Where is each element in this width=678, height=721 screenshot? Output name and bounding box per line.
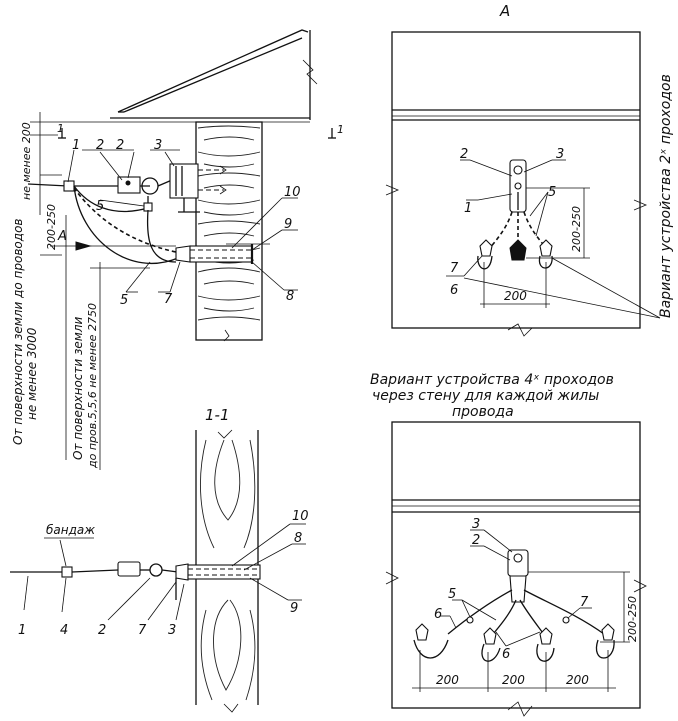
ground-2750-line2: до пров.5,5,6 не менее 2750 [86, 303, 99, 469]
insulator-2 [481, 627, 501, 662]
insulator-3 [536, 627, 555, 662]
view-four-passages: 200-250 200 200 200 3 2 5 6 6 7 [385, 421, 647, 717]
section-mark-left: 1 [57, 122, 64, 135]
dim-200-250-view-a: 200-250 [570, 206, 583, 252]
callout-6-four-b: 6 [502, 647, 510, 662]
callout-10-elev: 10 [284, 185, 301, 200]
callout-9-elev: 9 [284, 217, 292, 232]
insulator-4 [595, 623, 615, 659]
ground-2750-line1: От поверхности земли [71, 317, 85, 460]
view-a-title: А [499, 2, 510, 20]
dim-200-250-left: 200-250 [45, 204, 58, 250]
variant-2-caption: Вариант устройства 2ˣ проходов [658, 74, 674, 318]
callout-10-section: 10 [292, 509, 309, 524]
callout-1-elev: 1 [72, 138, 80, 153]
insulator-1 [413, 623, 449, 659]
dim-200-four-a: 200 [436, 673, 459, 687]
callout-9-section: 9 [290, 601, 298, 616]
dim-200-250-four: 200-250 [626, 596, 639, 642]
section-mark-right: 1 [337, 123, 344, 136]
callout-3-section: 3 [168, 623, 176, 638]
ground-3000-line2: не менее 3000 [25, 327, 39, 420]
callout-8-section: 8 [294, 531, 302, 546]
callout-7-view-a: 7 [450, 261, 459, 276]
variant-4-line3: провода [452, 404, 514, 420]
callout-1-view-a: 1 [464, 201, 472, 216]
ground-3000-line1: От поверхности земли до проводов [11, 219, 25, 445]
callout-7-section: 7 [138, 623, 147, 638]
callout-1-section: 1 [18, 623, 26, 638]
roof [110, 29, 318, 123]
dim-not-less-200: не менее 200 [20, 122, 33, 200]
callout-4-section: 4 [60, 623, 68, 638]
view-a-two-passages: А 200-250 200 [385, 2, 674, 337]
callout-8-elev: 8 [286, 289, 294, 304]
callout-5-elev-a: 5 [96, 199, 104, 214]
callout-2a-elev: 2 [96, 138, 104, 153]
callout-6-view-a: 6 [450, 283, 458, 298]
callout-2-section: 2 [98, 623, 106, 638]
entry-bushing [175, 243, 270, 264]
callout-3-elev: 3 [154, 138, 162, 153]
callout-7-four: 7 [580, 595, 589, 610]
dim-200-view-a: 200 [504, 289, 527, 303]
elevation-view: 1 1 не менее 200 200-250 [11, 29, 344, 470]
variant-4-line1: Вариант устройства 4ˣ проходов [370, 372, 614, 388]
arrow-a-label: А [57, 229, 67, 244]
callout-7-elev: 7 [164, 292, 173, 307]
callout-5-four: 5 [448, 587, 456, 602]
callout-2-four: 2 [472, 533, 480, 548]
callout-5-view-a: 5 [548, 185, 556, 200]
callout-3-view-a: 3 [556, 147, 564, 162]
callout-5-elev-b: 5 [120, 293, 128, 308]
dim-200-four-b: 200 [502, 673, 525, 687]
variant-4-line2: через стену для каждой жилы [372, 388, 599, 404]
callout-3-four: 3 [472, 517, 480, 532]
wall-timber [195, 121, 263, 342]
section-mark-top: 1 1 [57, 122, 344, 139]
section-1-1: 1-1 бандаж 1 4 2 7 3 [10, 406, 309, 713]
callout-2b-elev: 2 [116, 138, 124, 153]
callout-2-view-a: 2 [460, 147, 468, 162]
section-title: 1-1 [205, 406, 230, 424]
dim-200-four-c: 200 [566, 673, 589, 687]
bandage-label: бандаж [46, 523, 95, 537]
callout-6-four-a: 6 [434, 607, 442, 622]
